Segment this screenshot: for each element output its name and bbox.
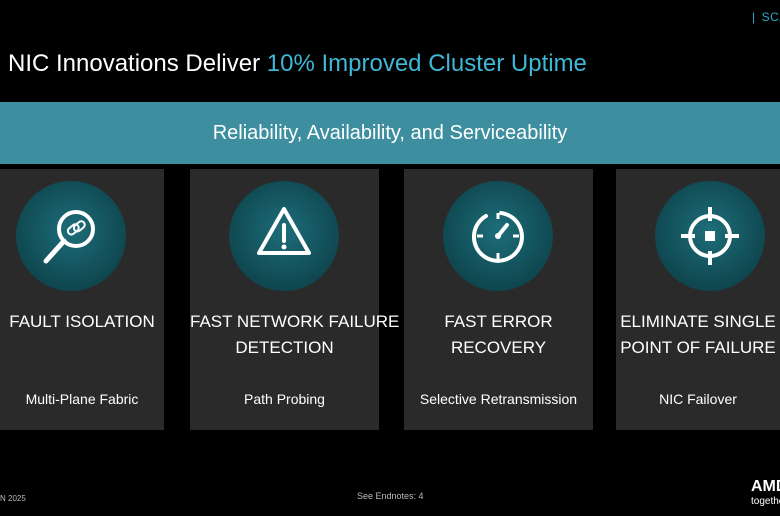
footer-endnotes: See Endnotes: 4 bbox=[357, 491, 424, 501]
card-title: ELIMINATE SINGLE POINT OF FAILURE bbox=[620, 312, 776, 357]
card-title: FAST NETWORK FAILURE DETECTION bbox=[190, 312, 400, 357]
ras-banner-text: Reliability, Availability, and Serviceab… bbox=[212, 121, 568, 144]
card-network-failure-detection: FAST NETWORK FAILURE DETECTION Path Prob… bbox=[190, 169, 400, 430]
ras-banner: Reliability, Availability, and Serviceab… bbox=[0, 102, 780, 164]
magnifier-link-icon bbox=[16, 181, 126, 291]
section-tag-separator: | bbox=[752, 10, 756, 24]
card-subtitle: Path Probing bbox=[244, 391, 325, 407]
page-title-accent: 10% Improved Cluster Uptime bbox=[266, 50, 587, 77]
page-title: NIC Innovations Deliver 10% Improved Clu… bbox=[8, 50, 587, 78]
card-eliminate-single-point: ELIMINATE SINGLE POINT OF FAILURE NIC Fa… bbox=[616, 169, 780, 430]
footer-date: N 2025 bbox=[0, 494, 26, 503]
section-tag: | SCA bbox=[752, 10, 780, 24]
card-subtitle: Selective Retransmission bbox=[419, 391, 578, 407]
speedometer-icon bbox=[443, 181, 553, 291]
page-title-main: NIC Innovations Deliver bbox=[8, 50, 261, 77]
warning-triangle-icon bbox=[229, 181, 339, 291]
section-tag-text: SCA bbox=[761, 10, 780, 24]
card-title: FAST ERROR RECOVERY bbox=[444, 312, 553, 357]
card-subtitle: Multi-Plane Fabric bbox=[25, 391, 139, 407]
amd-logo: AMD bbox=[751, 478, 780, 495]
card-fast-error-recovery: FAST ERROR RECOVERY Selective Retransmis… bbox=[404, 169, 593, 430]
logo-tagline: together bbox=[751, 496, 780, 507]
card-subtitle: NIC Failover bbox=[659, 391, 737, 407]
crosshair-target-icon bbox=[655, 181, 765, 291]
card-fault-isolation: FAULT ISOLATION Multi-Plane Fabric bbox=[0, 169, 164, 430]
card-title: FAULT ISOLATION bbox=[9, 312, 155, 331]
